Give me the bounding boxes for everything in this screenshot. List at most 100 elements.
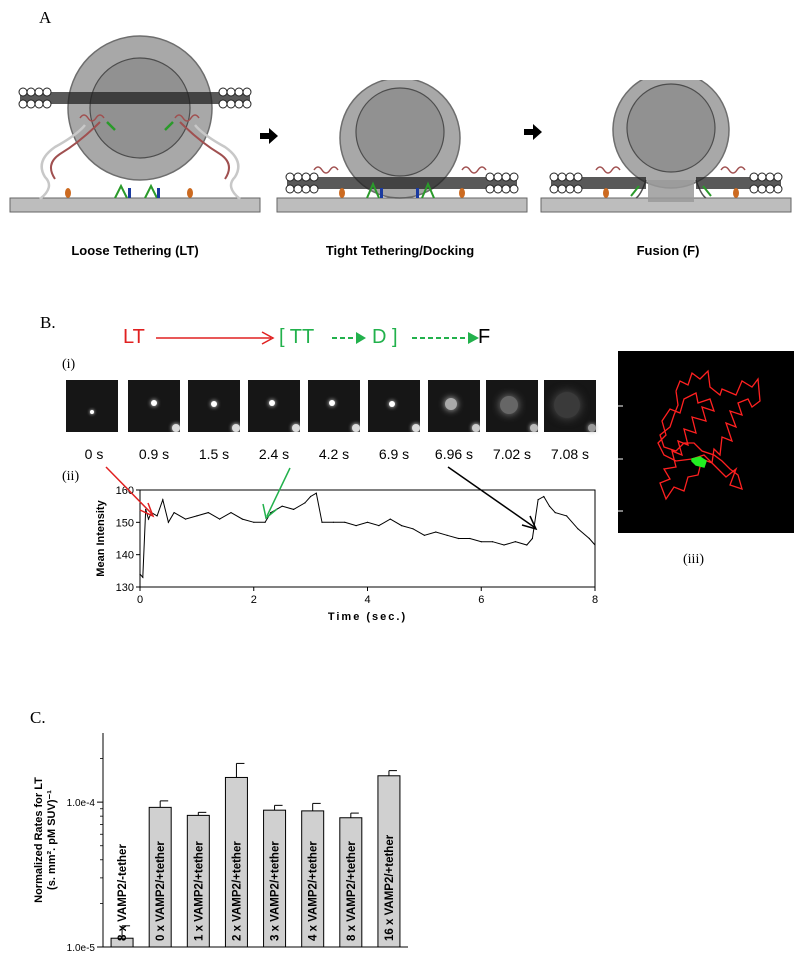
arrow-red-annotation bbox=[105, 466, 155, 518]
intensity-point bbox=[196, 515, 198, 517]
frame-time-label: 1.5 s bbox=[198, 446, 230, 462]
intensity-point bbox=[389, 518, 391, 520]
scheme-arrow-green-long bbox=[412, 332, 479, 344]
intensity-point bbox=[304, 502, 306, 504]
arrow-right-icon bbox=[260, 128, 278, 144]
intensity-point bbox=[264, 521, 266, 523]
intensity-point bbox=[293, 508, 295, 510]
y-tick-label: 130 bbox=[116, 582, 134, 594]
frame-time-label: 2.4 s bbox=[258, 446, 290, 462]
frame-time-label: 6.9 s bbox=[378, 446, 410, 462]
intensity-point bbox=[531, 537, 533, 540]
intensity-point bbox=[315, 492, 317, 494]
bar bbox=[301, 810, 325, 948]
intensity-point bbox=[184, 518, 187, 520]
micrograph-frame bbox=[66, 380, 118, 432]
intensity-point bbox=[554, 512, 556, 514]
intensity-point bbox=[548, 505, 551, 507]
y-tick-label: 150 bbox=[116, 517, 134, 529]
intensity-point bbox=[310, 495, 312, 498]
intensity-point bbox=[543, 495, 545, 498]
label-i: (i) bbox=[62, 357, 76, 372]
y-tick-label: 1.0e-4 bbox=[67, 798, 96, 809]
arrow-green-annotation bbox=[262, 467, 291, 520]
frame-time-label: 0 s bbox=[84, 446, 104, 462]
micrograph-frame bbox=[128, 380, 180, 432]
y-axis-label-line: Normalized Rates for LT bbox=[33, 777, 45, 903]
y-axis-label-line: (s. mm². pM SUV)⁻¹ bbox=[46, 790, 58, 890]
micrograph-frame bbox=[248, 380, 300, 432]
y-tick-label: 140 bbox=[116, 550, 134, 562]
panel-c-letter: C. bbox=[30, 708, 46, 727]
schematic-fusion bbox=[540, 80, 792, 213]
intensity-point bbox=[412, 528, 414, 530]
frame-time-label: 7.02 s bbox=[492, 446, 532, 462]
intensity-point bbox=[156, 515, 158, 517]
intensity-point bbox=[253, 521, 255, 523]
x-tick-label: 2 bbox=[251, 594, 257, 606]
x-tick-label: 0 bbox=[137, 594, 143, 606]
intensity-point bbox=[162, 499, 164, 501]
bar-label: 2 x VAMP2/+tether bbox=[231, 841, 243, 941]
bar-label: 4 x VAMP2/+tether bbox=[308, 841, 320, 941]
x-axis-label: Time (sec.) bbox=[328, 611, 407, 623]
scheme-d: D ] bbox=[372, 326, 398, 348]
panel-b-letter: B. bbox=[40, 313, 56, 332]
intensity-point bbox=[446, 534, 448, 536]
intensity-point bbox=[173, 512, 175, 514]
scheme-f: F bbox=[478, 326, 491, 348]
arrow-black-annotation bbox=[447, 466, 538, 531]
intensity-point bbox=[207, 512, 209, 514]
bar-label: 8 x VAMP2/+tether bbox=[346, 841, 358, 941]
stage-label-tight-tethering: Tight Tethering/Docking bbox=[325, 243, 475, 258]
intensity-point bbox=[480, 541, 482, 543]
intensity-point bbox=[457, 537, 460, 540]
panel-a-letter: A bbox=[39, 8, 52, 27]
x-tick-label: 8 bbox=[592, 594, 598, 606]
bar-label: 3 x VAMP2/+tether bbox=[270, 841, 282, 941]
intensity-point bbox=[344, 521, 346, 523]
intensity-point bbox=[147, 518, 150, 520]
stage-label-fusion: Fusion (F) bbox=[636, 243, 700, 258]
state-scheme: LT [ TT D ] F bbox=[120, 322, 500, 352]
intensity-point bbox=[378, 525, 380, 527]
intensity-point bbox=[423, 534, 425, 536]
y-tick-label: 1.0e-5 bbox=[67, 943, 96, 954]
scheme-lt: LT bbox=[123, 326, 145, 348]
label-iii: (iii) bbox=[683, 552, 704, 567]
scheme-tt: [ TT bbox=[279, 326, 315, 348]
schematic-loose-tethering bbox=[9, 35, 261, 213]
schematic-tight-tethering bbox=[276, 80, 528, 213]
intensity-point bbox=[355, 525, 357, 527]
intensity-point bbox=[366, 521, 369, 523]
bar-label: 0 x VAMP2/+tether bbox=[155, 841, 167, 941]
intensity-point bbox=[594, 544, 596, 546]
intensity-point bbox=[566, 515, 568, 517]
micrograph-frame bbox=[188, 380, 240, 432]
intensity-point bbox=[142, 576, 144, 578]
scheme-arrow-red bbox=[156, 331, 275, 345]
intensity-point bbox=[577, 528, 579, 530]
intensity-point bbox=[588, 537, 590, 540]
micrograph-frame bbox=[368, 380, 420, 432]
intensity-point bbox=[537, 499, 539, 501]
intensity-point bbox=[435, 531, 437, 533]
intensity-point bbox=[219, 518, 221, 520]
micrograph-frame bbox=[544, 380, 596, 432]
intensity-point bbox=[145, 508, 147, 510]
bar-label: 16 x VAMP2/+tether bbox=[384, 834, 396, 941]
y-axis-label: Normalized Rates for LT(s. mm². pM SUV)⁻… bbox=[33, 777, 58, 903]
y-axis-label: Mean Intensity bbox=[95, 499, 107, 576]
x-tick-label: 6 bbox=[478, 594, 484, 606]
frame-time-label: 7.08 s bbox=[550, 446, 590, 462]
micrograph-frame bbox=[428, 380, 480, 432]
frame-time-label: 4.2 s bbox=[318, 446, 350, 462]
intensity-point bbox=[332, 521, 334, 523]
frame-time-label: 0.9 s bbox=[138, 446, 170, 462]
scheme-arrow-green-short bbox=[332, 332, 366, 344]
intensity-point bbox=[401, 525, 403, 527]
arrow-right-icon bbox=[524, 124, 542, 140]
intensity-point bbox=[469, 537, 471, 540]
intensity-point bbox=[167, 521, 169, 523]
